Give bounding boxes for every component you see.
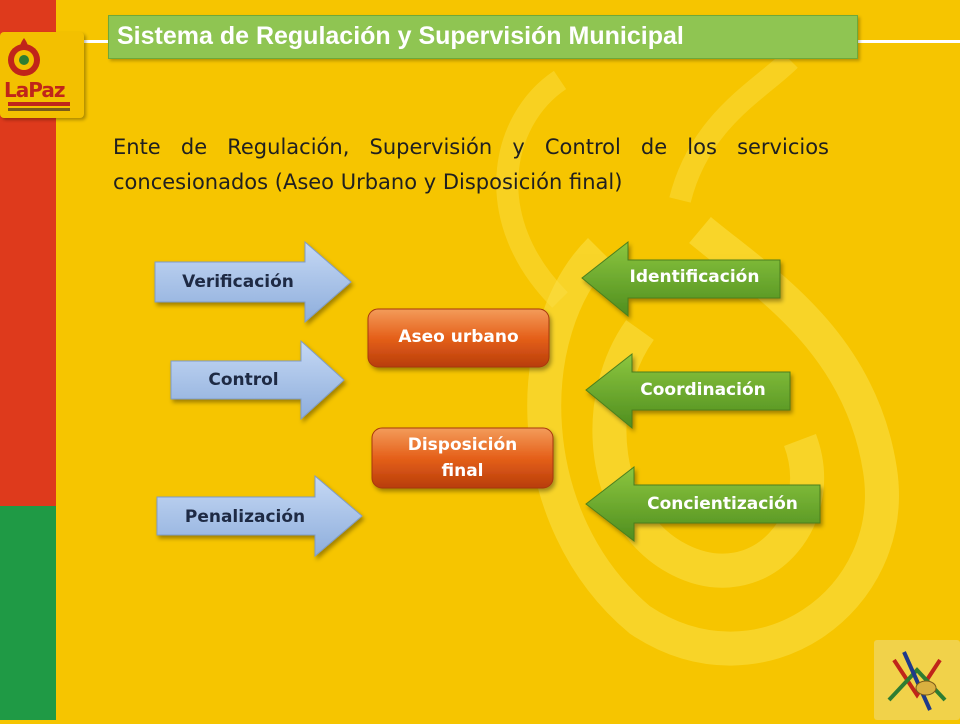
logo-underline — [8, 102, 70, 106]
label-disposicion-line-2: final — [441, 461, 484, 481]
arrow-penalizacion — [156, 474, 363, 558]
page-title: Sistema de Regulación y Supervisión Muni… — [117, 22, 684, 50]
flame-logo-icon — [8, 38, 40, 76]
arrow-identificacion — [581, 240, 781, 318]
intro-paragraph: Ente de Regulación, Supervisión y Contro… — [113, 130, 829, 200]
logo-underline-secondary — [8, 108, 70, 111]
label-coordinacion: Coordinación — [640, 380, 766, 400]
emblem-icon — [887, 651, 947, 711]
label-penalizacion: Penalización — [184, 507, 306, 527]
intro-line-2: concesionados (Aseo Urbano y Disposición… — [113, 170, 623, 194]
label-concientizacion: Concientización — [647, 494, 798, 514]
corner-emblem — [874, 640, 960, 720]
label-aseo-urbano: Aseo urbano — [398, 327, 519, 347]
label-identificacion: Identificación — [629, 267, 760, 287]
label-verificacion: Verificación — [182, 272, 294, 292]
la-paz-logo: LaPaz — [0, 32, 84, 118]
logo-wordmark: LaPaz — [4, 78, 65, 102]
title-banner: Sistema de Regulación y Supervisión Muni… — [108, 15, 858, 59]
side-bar-green — [0, 506, 56, 720]
title-rule-right — [858, 40, 960, 43]
label-control: Control — [208, 370, 279, 390]
arrow-concientizacion — [585, 465, 821, 543]
box-aseo-urbano — [367, 308, 550, 368]
box-disposicion-final — [371, 427, 554, 489]
intro-line-1: Ente de Regulación, Supervisión y Contro… — [113, 135, 829, 159]
arrow-verificacion — [154, 240, 352, 324]
label-disposicion-line-1: Disposición — [407, 435, 518, 455]
arrow-control — [170, 339, 345, 421]
arrow-coordinacion — [585, 352, 791, 430]
